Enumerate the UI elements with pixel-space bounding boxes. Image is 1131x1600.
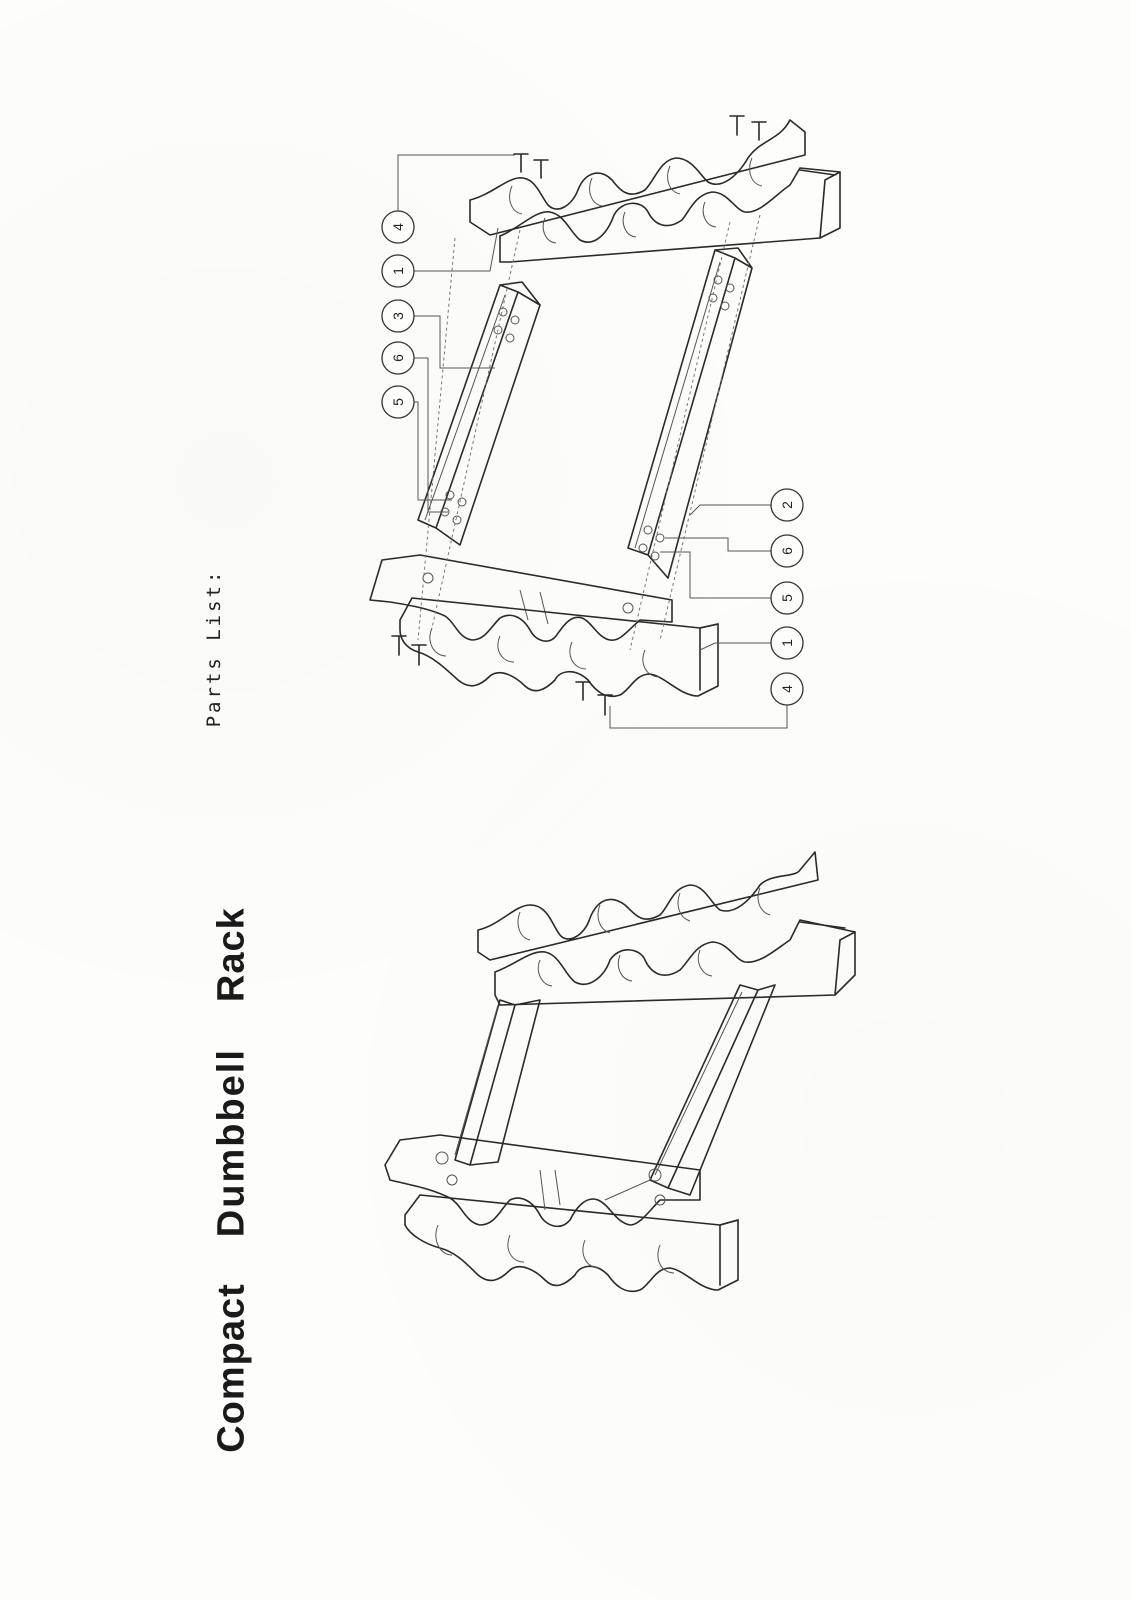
exploded-rail-back-lower [399,597,719,698]
assembled-rail-front-upper [477,851,819,961]
callout-6-upper-text: 6 [390,354,406,362]
exploded-crossbar-left [417,281,541,546]
exploded-rail-upper-bottom [499,167,841,263]
callout-3-text: 3 [390,312,406,320]
bolts-lower [391,635,613,716]
callout-1-upper-text: 1 [390,267,406,275]
callout-5-lower: 5 [770,581,804,615]
callout-5-lower-text: 5 [779,594,795,602]
assembled-rail-back-upper [384,1134,701,1228]
callout-1-lower: 1 [770,626,804,660]
callout-6-upper: 6 [381,341,415,375]
exploded-crossbar-right [627,247,753,579]
callout-2: 2 [770,488,804,522]
callout-5-upper-text: 5 [390,398,406,406]
callout-4-upper: 4 [381,210,415,244]
callout-6-lower-text: 6 [779,547,795,555]
callout-1-lower-text: 1 [779,639,795,647]
assembled-rail-front-lower [494,919,856,1006]
assembled-crossbar-right [649,984,776,1196]
callout-5-upper: 5 [381,385,415,419]
callout-1-upper: 1 [381,254,415,288]
callout-2-text: 2 [779,501,795,509]
callout-4-lower: 4 [770,672,804,706]
bolts-upper [513,115,767,179]
callout-6-lower: 6 [770,534,804,568]
callout-3: 3 [381,299,415,333]
assembled-crossbar-left [454,999,541,1166]
exploded-rail-upper-top [469,119,806,236]
assembled-rail-back-lower [404,1169,739,1293]
callout-4-upper-text: 4 [390,223,406,231]
callout-4-lower-text: 4 [779,685,795,693]
exploded-rail-back-upper [369,554,673,642]
